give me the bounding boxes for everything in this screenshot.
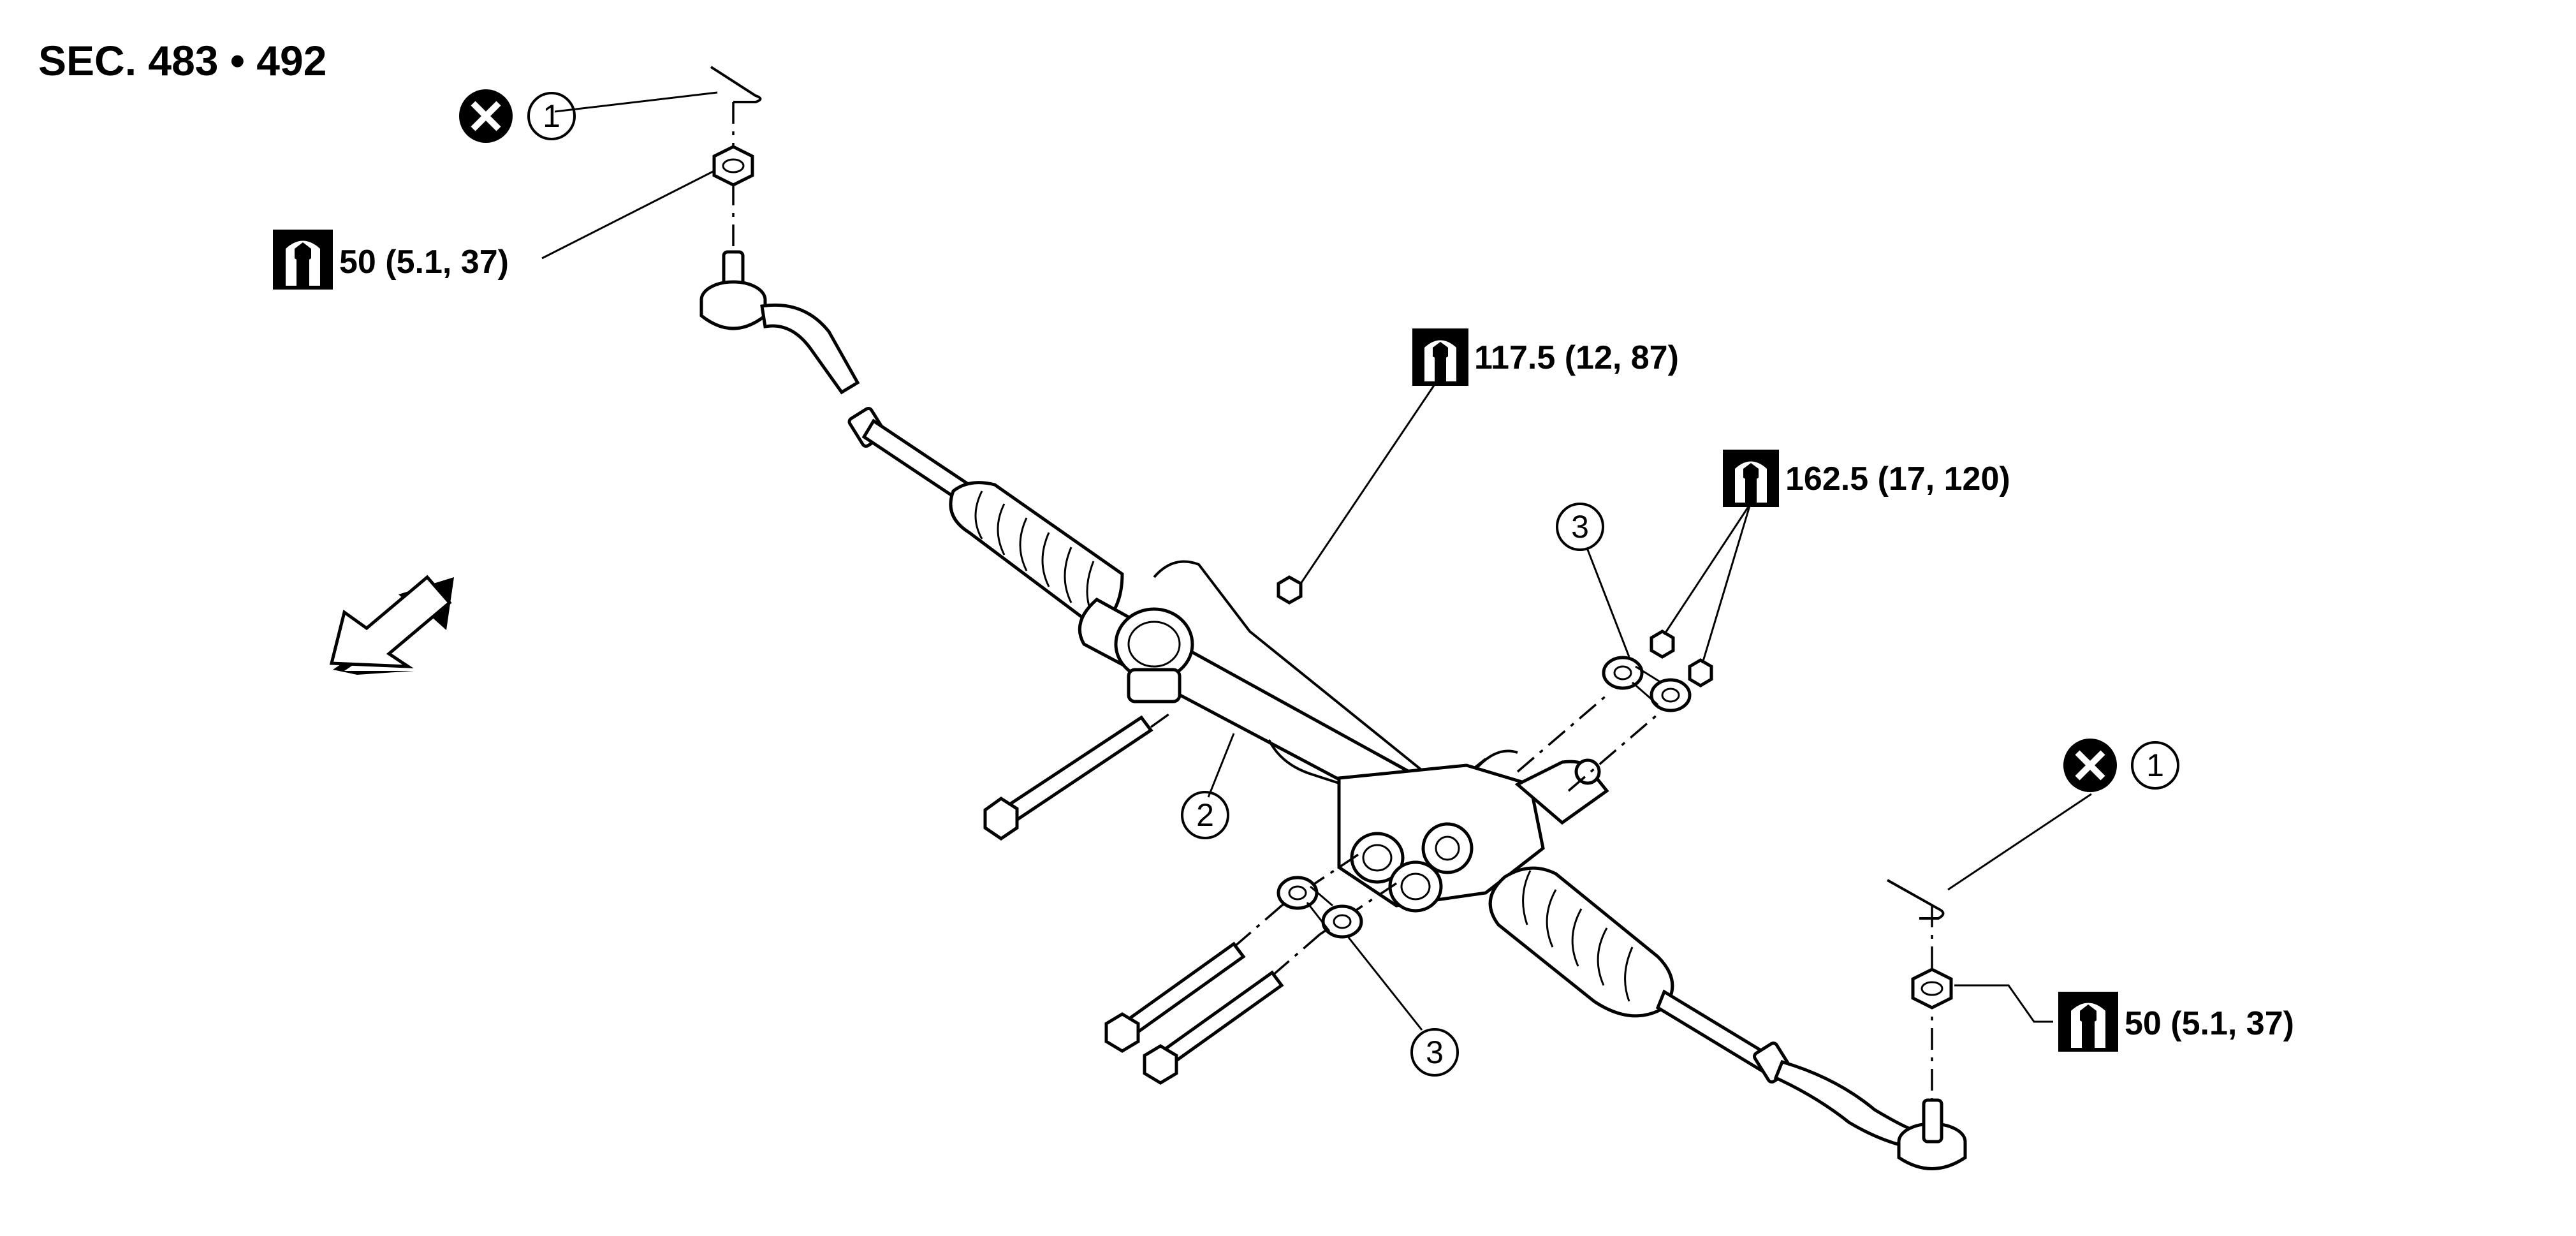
- right-nut-leader: [1947, 793, 2092, 891]
- left-tie-rod-nut: [712, 145, 754, 187]
- svg-text:3: 3: [1571, 509, 1589, 545]
- left-mount-bolt: [983, 710, 1175, 841]
- left-tie-rod-end: [699, 250, 972, 503]
- steering-gear-body: [949, 481, 1772, 1074]
- lower-mount-washer: [1277, 876, 1363, 939]
- upper-mount-washer: [1602, 656, 1692, 712]
- right-knuckle-arm-fragment: [1887, 879, 1945, 920]
- line-fitting-leader: [1299, 372, 1444, 584]
- right-tie-rod: [1655, 989, 1772, 1074]
- left-do-not-reuse-icon: [459, 89, 513, 143]
- left-nut-leader: [554, 91, 718, 113]
- upper-mount-nut-b: [1688, 658, 1713, 688]
- right-callout-1: 1: [2131, 741, 2179, 790]
- right-boot: [1488, 866, 1674, 1018]
- line-fitting-torque-icon: [1412, 328, 1468, 386]
- lower-callout-3: 3: [1410, 1028, 1459, 1077]
- right-torque-value: 50 (5.1, 37): [2125, 1005, 2294, 1042]
- upper-callout-3: 3: [1556, 503, 1604, 551]
- line-fitting-torque-value: 117.5 (12, 87): [1474, 339, 1679, 376]
- left-torque-value: 50 (5.1, 37): [339, 244, 509, 281]
- right-tie-rod-nut: [1911, 967, 1953, 1010]
- left-knuckle-arm-fragment: [710, 66, 762, 103]
- left-torque-wrench-icon: [273, 230, 333, 290]
- mount-nut-torque-value: 162.5 (17, 120): [1785, 460, 2010, 497]
- lower-mount-hardware: [1104, 853, 1423, 1085]
- svg-text:1: 1: [543, 98, 560, 134]
- right-tie-rod-group: 1 50 (5.1, 37): [1753, 739, 2294, 1170]
- svg-text:1: 1: [2146, 747, 2164, 783]
- upper-mount-hardware: [1516, 503, 1752, 792]
- svg-text:3: 3: [1426, 1034, 1444, 1070]
- left-callout-1: 1: [527, 92, 576, 140]
- hydraulic-line-upper: [1153, 560, 1518, 793]
- upper-mount-nut-a: [1650, 629, 1675, 659]
- hydraulic-line-lower: [1268, 739, 1487, 812]
- right-tie-rod-end: [1753, 1041, 1967, 1170]
- left-tie-rod-group: 1 50 (5.1, 37): [273, 66, 972, 503]
- right-do-not-reuse-icon: [2063, 739, 2117, 792]
- front-direction-arrow-icon: [329, 575, 454, 675]
- mount-nut-torque-icon: [1723, 450, 1779, 507]
- left-mount-bracket: [1114, 607, 1194, 703]
- right-torque-leader: [1954, 984, 2053, 1023]
- left-torque-leader: [541, 170, 715, 260]
- gear-callout-2: 2: [1181, 733, 1235, 839]
- section-reference: SEC. 483 • 492: [38, 37, 326, 84]
- right-torque-wrench-icon: [2058, 992, 2118, 1052]
- svg-text:2: 2: [1196, 797, 1214, 833]
- line-fitting-nut: [1277, 575, 1303, 605]
